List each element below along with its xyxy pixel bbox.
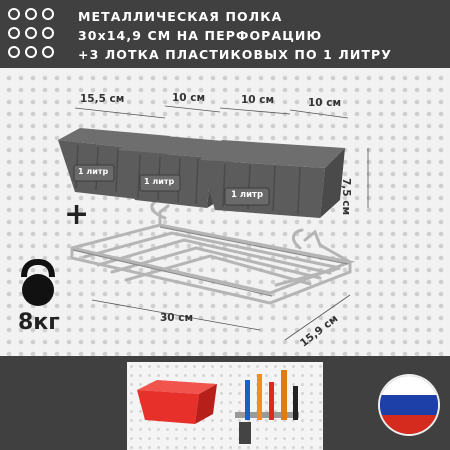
tray-1-label: 1 литр <box>78 167 109 176</box>
dim-shelf-length: 30 см <box>160 312 194 324</box>
usage-photo <box>127 362 323 450</box>
pegboard-holes <box>0 68 450 356</box>
tray-2-label: 1 литр <box>144 177 175 186</box>
pegboard <box>0 68 450 356</box>
dim-tray-length: 15,5 см <box>80 93 125 105</box>
kettlebell-icon <box>21 258 55 306</box>
dim-tray-width-2: 10 см <box>241 94 275 106</box>
dim-tray-width-1: 10 см <box>172 92 206 104</box>
dim-tray-height: 7,5 см <box>340 178 352 216</box>
header-banner: МЕТАЛЛИЧЕСКАЯ ПОЛКА 30x14,9 СМ НА ПЕРФОР… <box>0 0 450 68</box>
title-line-3: +3 ЛОТКА ПЛАСТИКОВЫХ ПО 1 ЛИТРУ <box>78 47 393 62</box>
dim-tray-width-3: 10 см <box>308 97 342 109</box>
dimension-lines <box>74 105 369 341</box>
title-line-2: 30x14,9 СМ НА ПЕРФОРАЦИЮ <box>78 28 323 43</box>
wire-shelf <box>70 198 356 305</box>
tray-3 <box>200 140 345 218</box>
plus-sign: + <box>64 197 90 232</box>
russia-flag-icon <box>380 376 438 434</box>
tray-3-label: 1 литр <box>231 190 264 200</box>
title-line-1: МЕТАЛЛИЧЕСКАЯ ПОЛКА <box>78 9 283 24</box>
weight-capacity: 8кг <box>18 310 60 335</box>
